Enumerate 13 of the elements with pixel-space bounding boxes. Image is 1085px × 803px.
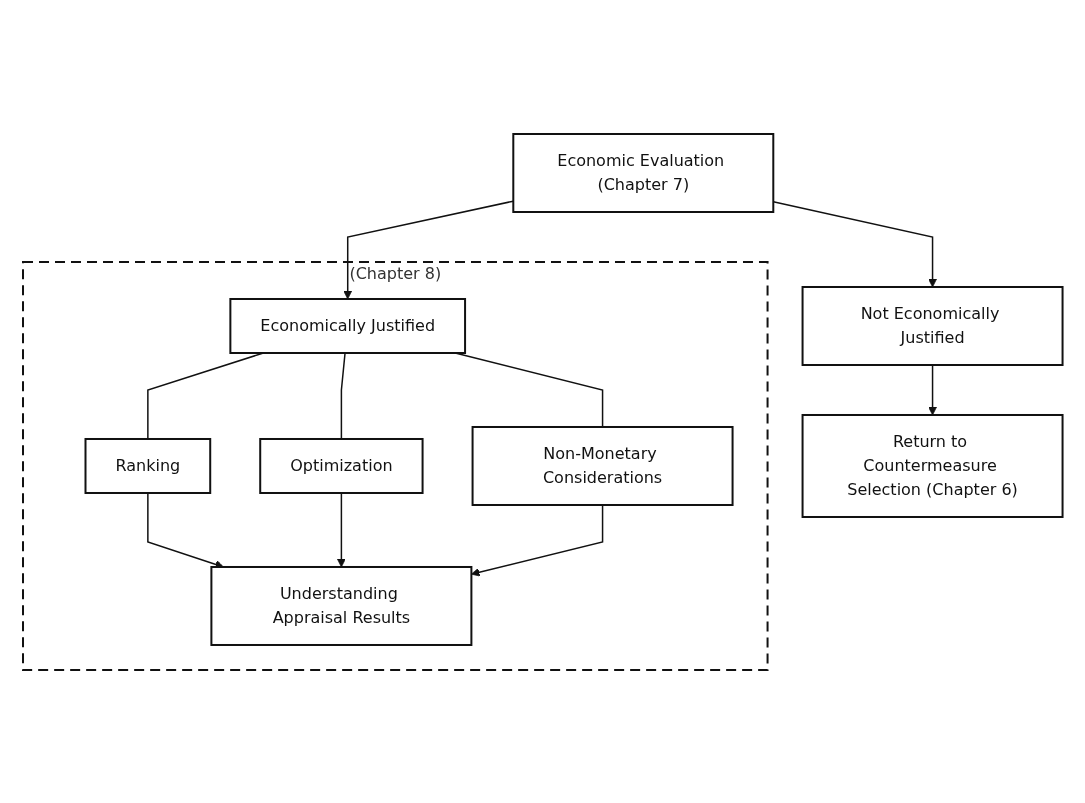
node-box: Not Economically Justified — [801, 285, 1064, 366]
node-box: Economically Justified — [229, 297, 466, 354]
node-box: Optimization — [258, 437, 424, 494]
node-box: Understanding Appraisal Results — [210, 565, 473, 646]
arrow — [927, 363, 937, 415]
node-box: Return to Countermeasure Selection (Chapter 6) — [801, 413, 1064, 518]
connector — [340, 351, 346, 440]
node-box: Economic Evaluation (Chapter 7) — [512, 132, 774, 213]
arrow — [336, 491, 346, 567]
node-box: Ranking — [84, 437, 211, 494]
connector — [146, 351, 264, 440]
arrow — [343, 199, 514, 299]
node-box: Non-Monetary Considerations — [471, 425, 734, 506]
